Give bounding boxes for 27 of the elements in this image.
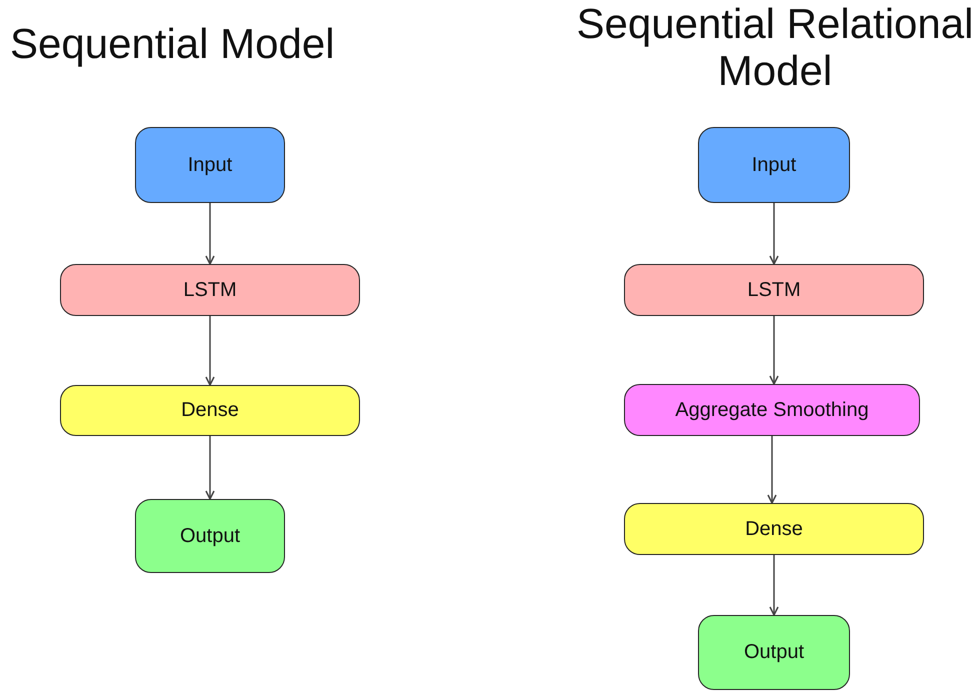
layer-label: LSTM	[747, 278, 801, 302]
layer-label: Output	[744, 641, 804, 664]
input-box	[135, 127, 285, 203]
layer-box	[60, 385, 360, 436]
output-box	[135, 499, 285, 573]
arrow	[769, 555, 779, 616]
arrow	[767, 436, 777, 504]
heading: Sequential Relational Model	[576, 0, 972, 94]
arrow	[205, 436, 215, 500]
arrow	[205, 316, 215, 386]
arrow	[205, 203, 215, 265]
arrow	[769, 316, 779, 385]
layer-box	[624, 384, 920, 436]
layer-label: Output	[180, 524, 240, 548]
input-box	[698, 127, 850, 203]
layer-box	[624, 503, 924, 555]
layer-label: Dense	[745, 518, 803, 540]
layer-box	[60, 264, 360, 316]
heading: Sequential Model	[10, 20, 336, 68]
layer-label: Aggregate Smoothing	[675, 398, 869, 422]
layer-label: Input	[752, 154, 796, 176]
layer-label: Input	[188, 154, 232, 176]
layer-box	[624, 264, 924, 316]
layer-label: Dense	[181, 399, 239, 422]
layer-label: LSTM	[183, 278, 237, 302]
arrow	[769, 203, 779, 265]
output-box	[698, 615, 850, 690]
